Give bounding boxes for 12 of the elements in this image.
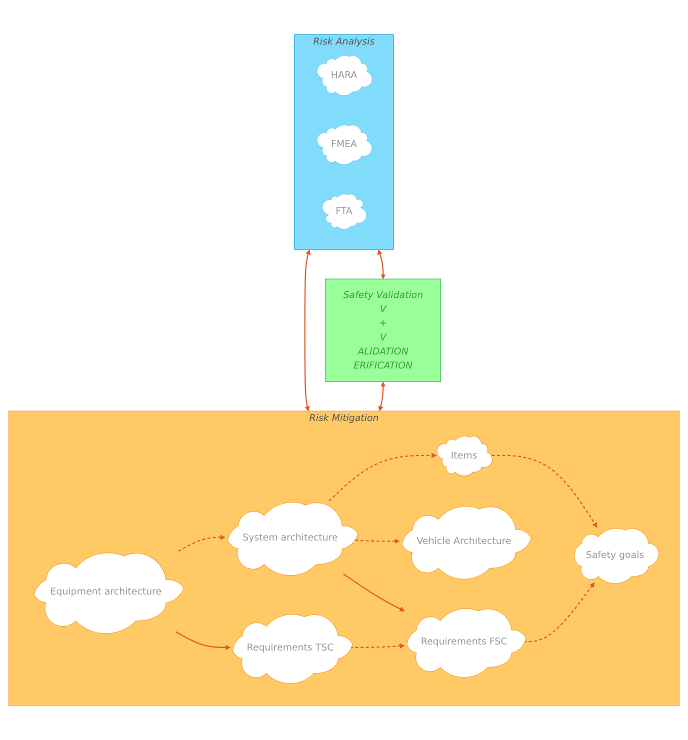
node-box: Safety Validation V + V ALIDATION ERIFICATION [325,278,442,382]
arrow [378,382,386,412]
arrow [178,534,226,552]
arrow [343,573,405,612]
arrow [328,452,437,502]
arrow [377,250,386,280]
arrow [350,643,405,648]
arrow [176,631,231,650]
arrow [524,582,595,642]
arrow [492,454,598,528]
arrow [304,250,311,412]
arrow [355,538,400,544]
